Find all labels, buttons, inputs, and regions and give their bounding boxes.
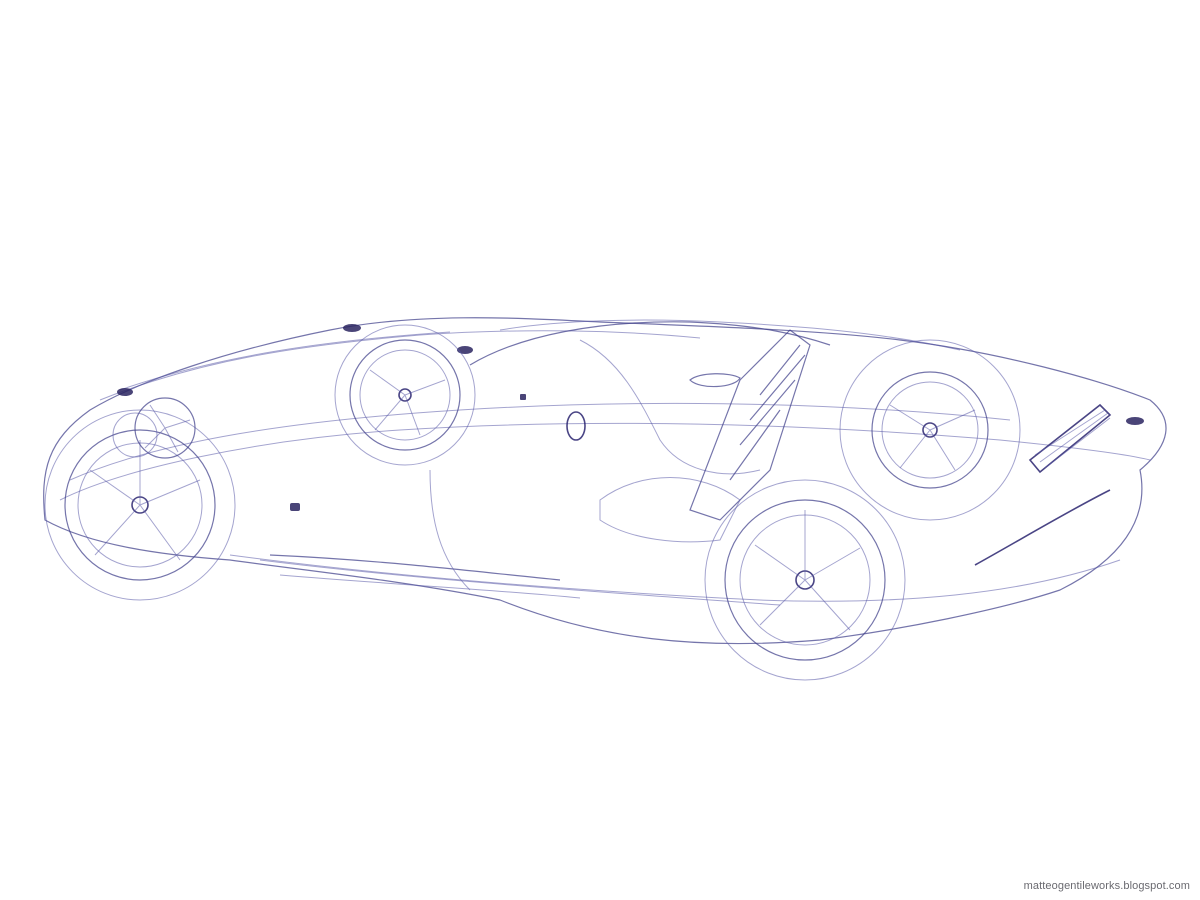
wheel-front-right [334, 324, 476, 466]
wheel-rear-left [704, 479, 906, 681]
wheel-front-left [44, 409, 236, 601]
car-body [43, 317, 1167, 645]
watermark-text: matteogentileworks.blogspot.com [1023, 880, 1190, 892]
rear-vent-grille [1028, 403, 1112, 474]
wheel-rear-right [839, 339, 1021, 521]
seats [599, 329, 811, 543]
engine-fan [112, 397, 196, 459]
